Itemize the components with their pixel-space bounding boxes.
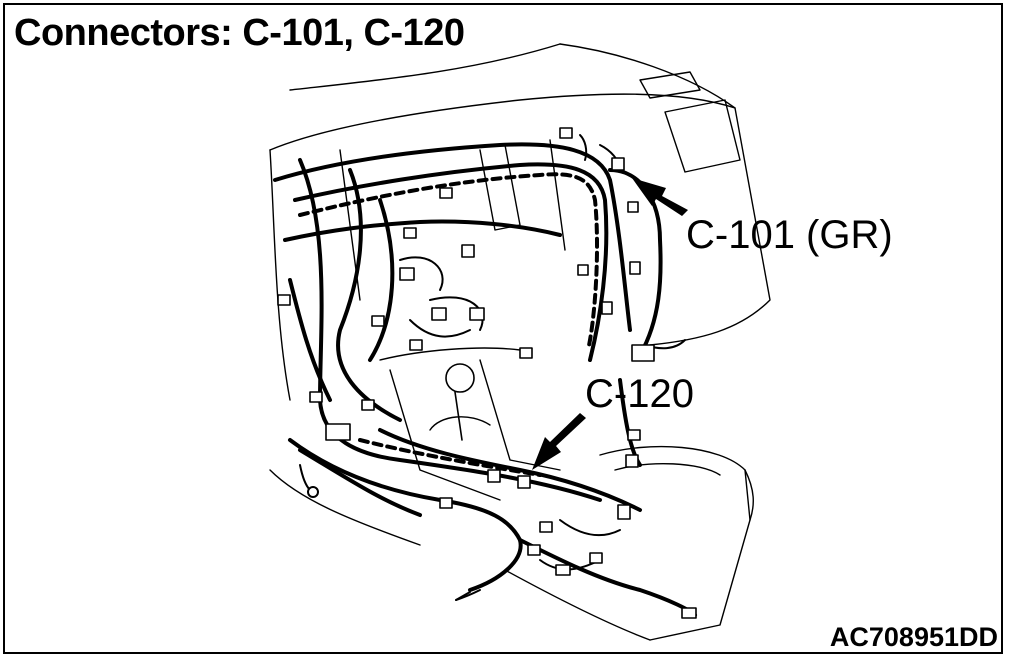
diagram-frame	[3, 3, 1003, 654]
branch-wires	[299, 134, 686, 601]
center-console	[379, 347, 754, 641]
callout-c101-label: C-101 (GR)	[686, 213, 893, 257]
connectors	[277, 127, 697, 619]
harness-sleeve	[298, 172, 600, 477]
arrow-c101	[632, 178, 688, 216]
callout-c120-label: C-120	[585, 372, 694, 416]
connector-c120	[517, 475, 531, 489]
arrow-c120	[532, 413, 586, 470]
figure-code: AC708951DD	[829, 622, 998, 652]
ring-terminal	[307, 486, 319, 498]
gear-knob	[445, 363, 475, 393]
diagram-title: Connectors: C-101, C-120	[14, 12, 465, 54]
